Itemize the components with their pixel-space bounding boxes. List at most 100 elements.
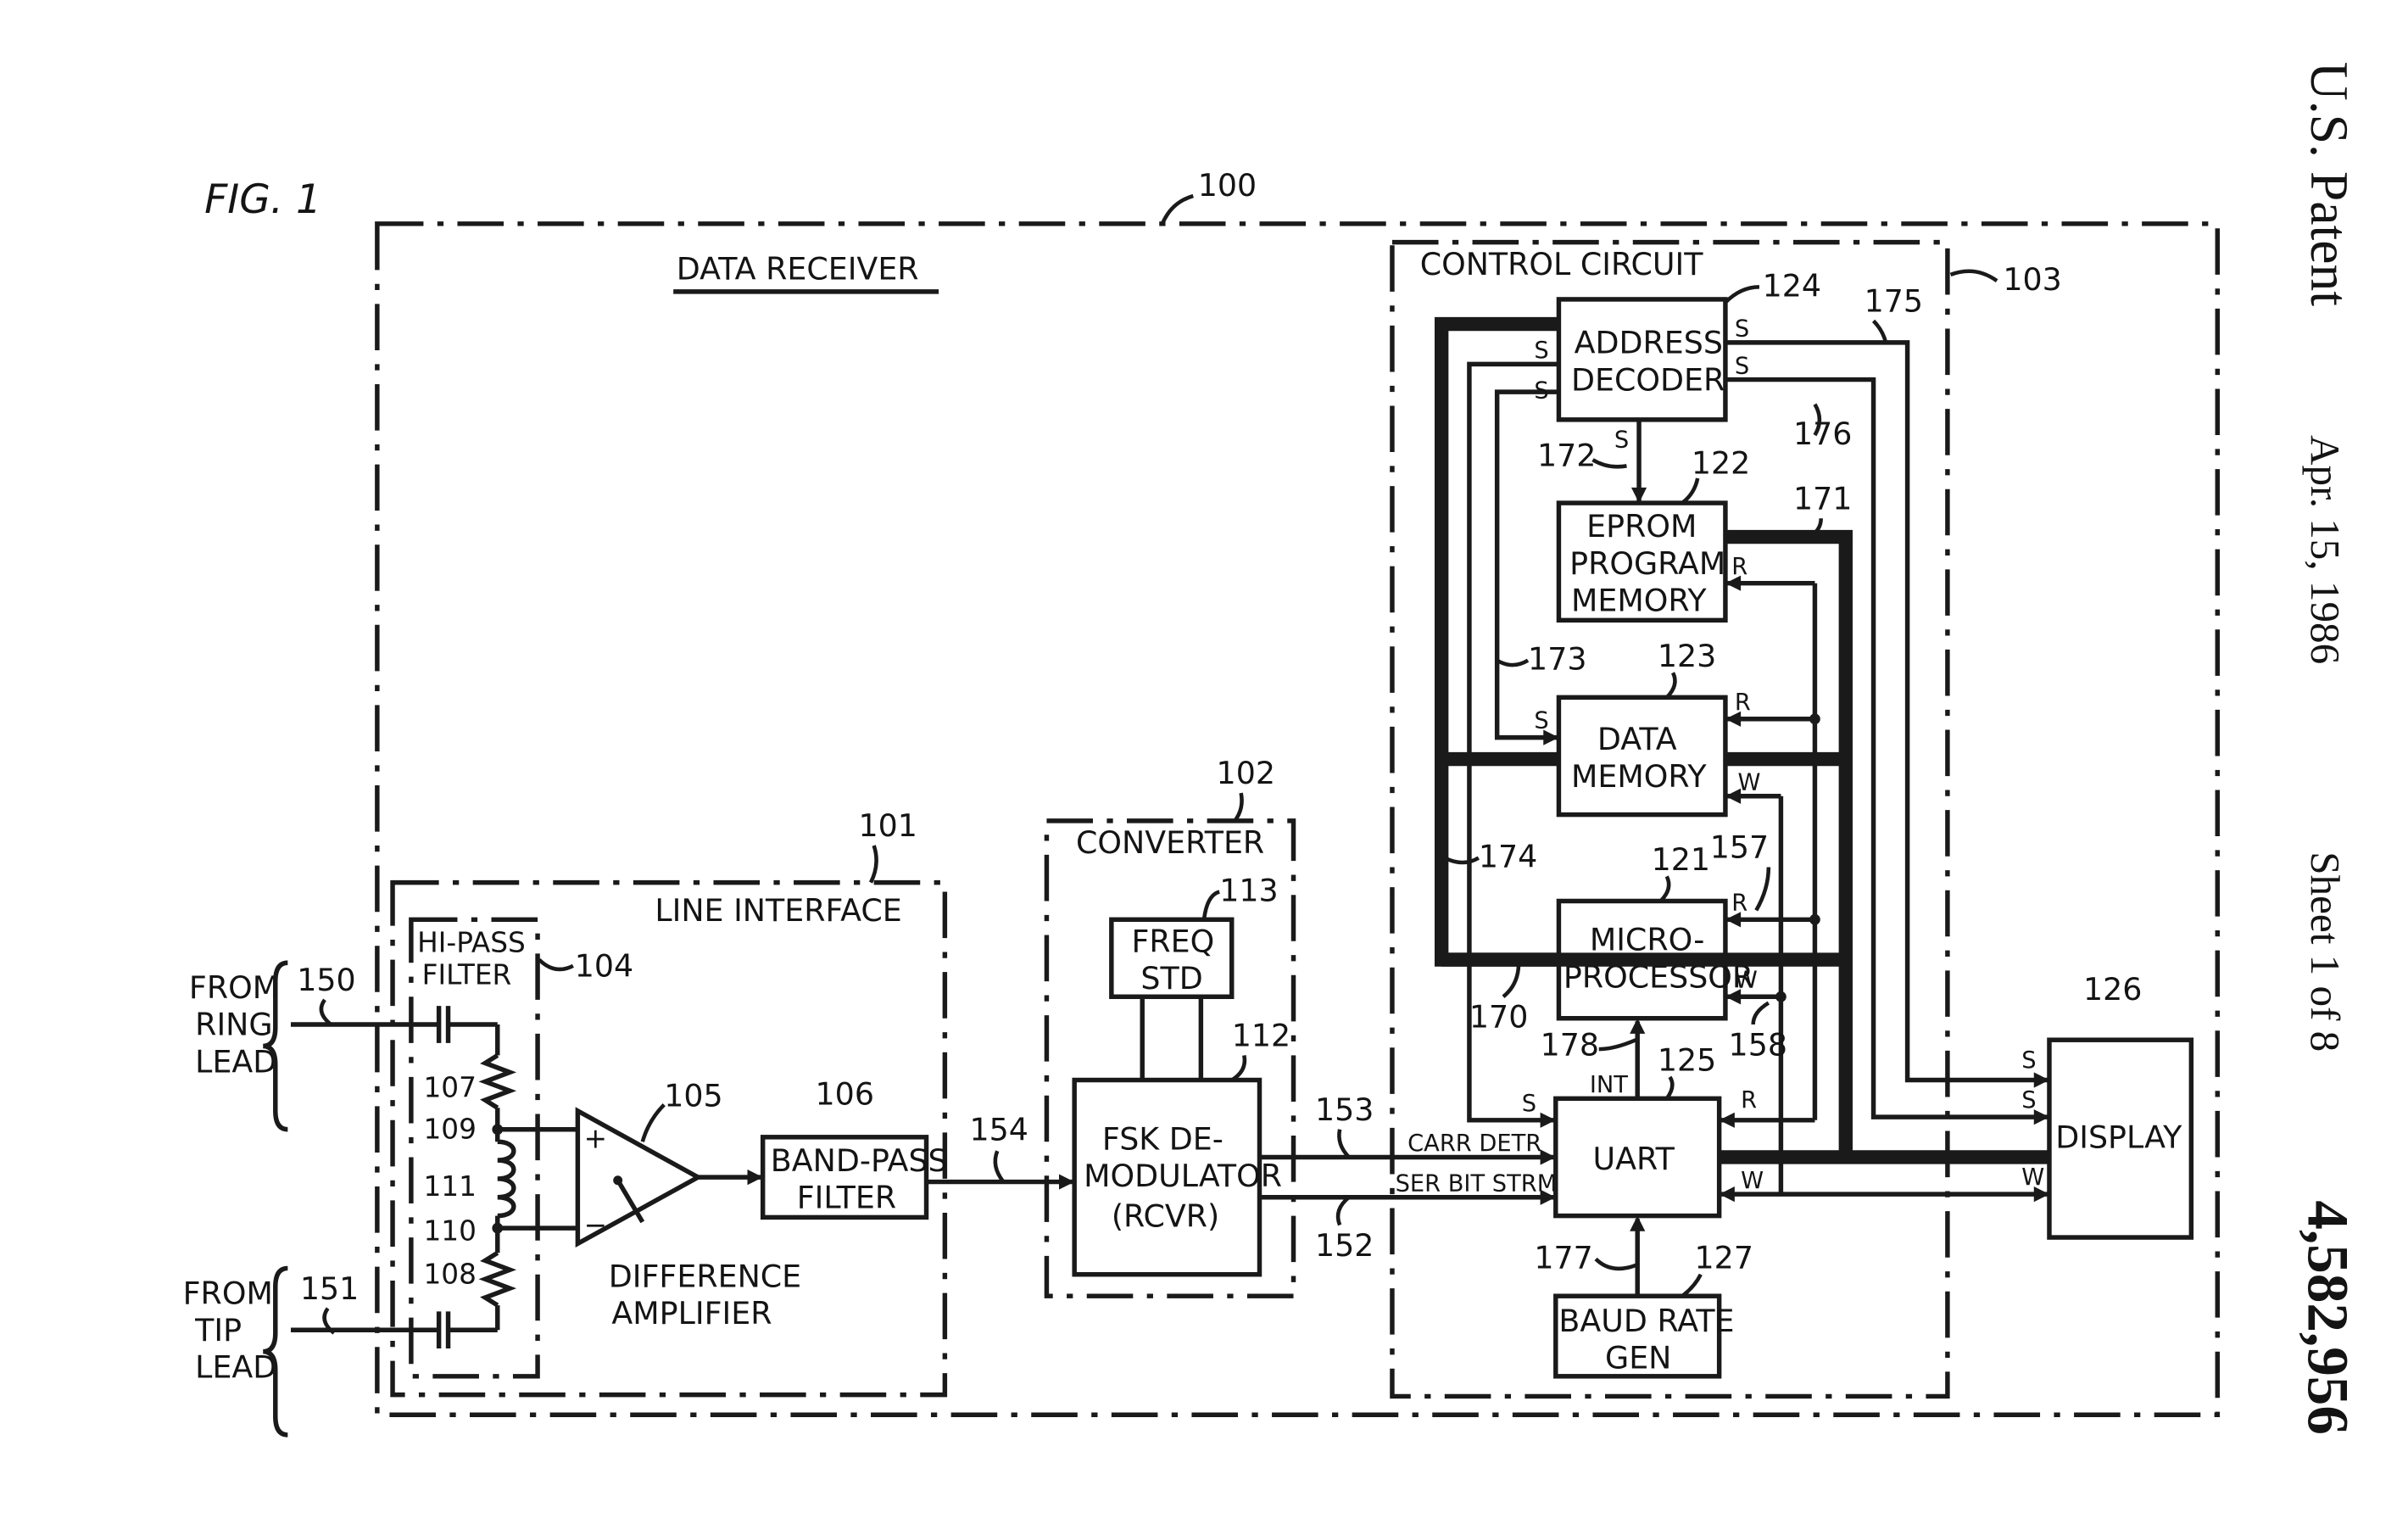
- line-interface-title: LINE INTERFACE: [655, 892, 901, 929]
- control-circuit-boundary: [1390, 239, 1950, 1399]
- eprom-label-2: PROGRAM: [1569, 545, 1725, 582]
- difference-amplifier-label-1: DIFFERENCE: [609, 1258, 801, 1294]
- line-interface-boundary: [390, 879, 948, 1398]
- ref-173: 173: [1528, 641, 1586, 678]
- ref-111: 111: [423, 1170, 476, 1203]
- ref-107: 107: [423, 1072, 476, 1104]
- data-receiver-boundary: [375, 221, 2221, 1418]
- pin-r-microprocessor: R: [1731, 890, 1747, 916]
- address-decoder-label-1: ADDRESS: [1575, 325, 1723, 361]
- difference-amplifier-label-2: AMPLIFIER: [611, 1295, 772, 1331]
- ref-101: 101: [858, 807, 917, 844]
- ref-122: 122: [1692, 445, 1750, 482]
- pin-s-display-2: S: [2021, 1087, 2036, 1114]
- data-receiver-title: DATA RECEIVER: [677, 250, 919, 287]
- freq-std-label-2: STD: [1140, 960, 1202, 996]
- pin-r-data-memory: R: [1735, 689, 1751, 716]
- data-memory-label-1: DATA: [1597, 721, 1677, 757]
- pin-w-data-memory: W: [1737, 769, 1760, 795]
- address-decoder-box: [1556, 297, 1728, 422]
- display-label: DISPLAY: [2055, 1119, 2182, 1156]
- pin-s-addr-2: S: [1534, 377, 1548, 404]
- pin-w-uart: W: [1741, 1168, 1764, 1194]
- band-pass-filter-box: [760, 1135, 929, 1220]
- ring-lead-label-2: RING: [195, 1007, 272, 1043]
- baud-rate-label-2: GEN: [1605, 1340, 1671, 1376]
- pin-s-display-1: S: [2021, 1047, 2036, 1074]
- patent-number: 4,582,956: [2296, 1200, 2361, 1435]
- amp-minus-sign: −: [584, 1209, 607, 1241]
- ref-127: 127: [1695, 1239, 1753, 1276]
- pin-s-uart: S: [1522, 1091, 1536, 1117]
- freq-std-label-1: FREQ: [1131, 924, 1214, 960]
- ring-lead-label-3: LEAD: [195, 1043, 276, 1080]
- hi-pass-label-2: FILTER: [422, 959, 512, 991]
- ref-100: 100: [1198, 167, 1257, 204]
- pin-r-uart: R: [1741, 1087, 1757, 1114]
- ref-110: 110: [423, 1215, 476, 1248]
- ref-158: 158: [1729, 1026, 1787, 1063]
- data-memory-label-2: MEMORY: [1571, 758, 1707, 795]
- patent-date: Apr. 15, 1986: [2302, 435, 2349, 664]
- ref-106: 106: [816, 1076, 874, 1113]
- ref-125: 125: [1658, 1042, 1716, 1079]
- baud-rate-label-1: BAUD RATE: [1558, 1303, 1734, 1339]
- ref-151: 151: [300, 1270, 359, 1307]
- eprom-label-1: EPROM: [1586, 508, 1697, 544]
- ref-150: 150: [297, 962, 355, 998]
- pin-s-data-memory: S: [1534, 708, 1548, 734]
- ref-124: 124: [1763, 267, 1821, 304]
- ref-103: 103: [2003, 261, 2061, 298]
- tip-lead-label-2: TIP: [194, 1312, 242, 1348]
- ref-175: 175: [1865, 282, 1923, 319]
- ref-152: 152: [1315, 1227, 1374, 1264]
- band-pass-label-2: FILTER: [797, 1180, 896, 1216]
- pin-w-microprocessor: W: [1735, 967, 1758, 993]
- pin-s-172: S: [1614, 427, 1629, 454]
- fsk-demodulator-box: [1072, 1077, 1263, 1277]
- converter-boundary: [1044, 818, 1296, 1298]
- ref-171: 171: [1793, 480, 1852, 516]
- ref-109: 109: [423, 1114, 476, 1146]
- control-circuit-title: CONTROL CIRCUIT: [1420, 246, 1704, 282]
- ref-102: 102: [1217, 755, 1275, 791]
- ref-170: 170: [1469, 999, 1528, 1036]
- figure-label: FIG. 1: [204, 176, 321, 223]
- tip-lead-label-3: LEAD: [195, 1349, 276, 1386]
- hi-pass-label-1: HI-PASS: [417, 927, 526, 959]
- pin-s-addr-out-2: S: [1735, 353, 1749, 379]
- converter-title: CONVERTER: [1076, 824, 1264, 861]
- fsk-label-3: (RCVR): [1112, 1197, 1219, 1234]
- patent-sheet-number: Sheet 1 of 8: [2302, 851, 2349, 1052]
- fsk-label-2: MODULATOR: [1084, 1158, 1282, 1194]
- ref-154: 154: [969, 1111, 1028, 1147]
- ring-lead-label-1: FROM: [189, 969, 279, 1006]
- eprom-program-memory-box: [1556, 500, 1728, 623]
- freq-std-box: [1109, 917, 1235, 999]
- eprom-label-3: MEMORY: [1571, 582, 1707, 618]
- data-bus-171: [1725, 529, 1853, 1158]
- ref-113: 113: [1219, 872, 1278, 908]
- ref-112: 112: [1232, 1017, 1290, 1053]
- ref-172: 172: [1537, 437, 1596, 473]
- ref-121: 121: [1652, 841, 1710, 878]
- band-pass-label-1: BAND-PASS: [771, 1142, 948, 1179]
- fsk-label-1: FSK DE-: [1102, 1120, 1224, 1157]
- hi-pass-filter-boundary: [409, 917, 540, 1379]
- ref-123: 123: [1658, 638, 1716, 674]
- ref-178: 178: [1541, 1026, 1599, 1063]
- pin-s-addr-1: S: [1534, 338, 1548, 364]
- microprocessor-label-1: MICRO-: [1590, 922, 1705, 958]
- tip-lead-label-1: FROM: [183, 1275, 273, 1311]
- display-box: [2047, 1037, 2194, 1240]
- ser-bit-strm-label: SER BIT STRM: [1396, 1170, 1558, 1197]
- pin-w-display: W: [2021, 1164, 2044, 1191]
- amp-plus-sign: +: [584, 1123, 607, 1155]
- carr-detr-label: CARR DETR: [1407, 1130, 1541, 1157]
- ref-157: 157: [1710, 829, 1769, 866]
- ref-176: 176: [1793, 416, 1852, 452]
- ref-177: 177: [1534, 1239, 1592, 1276]
- ref-105: 105: [664, 1077, 722, 1114]
